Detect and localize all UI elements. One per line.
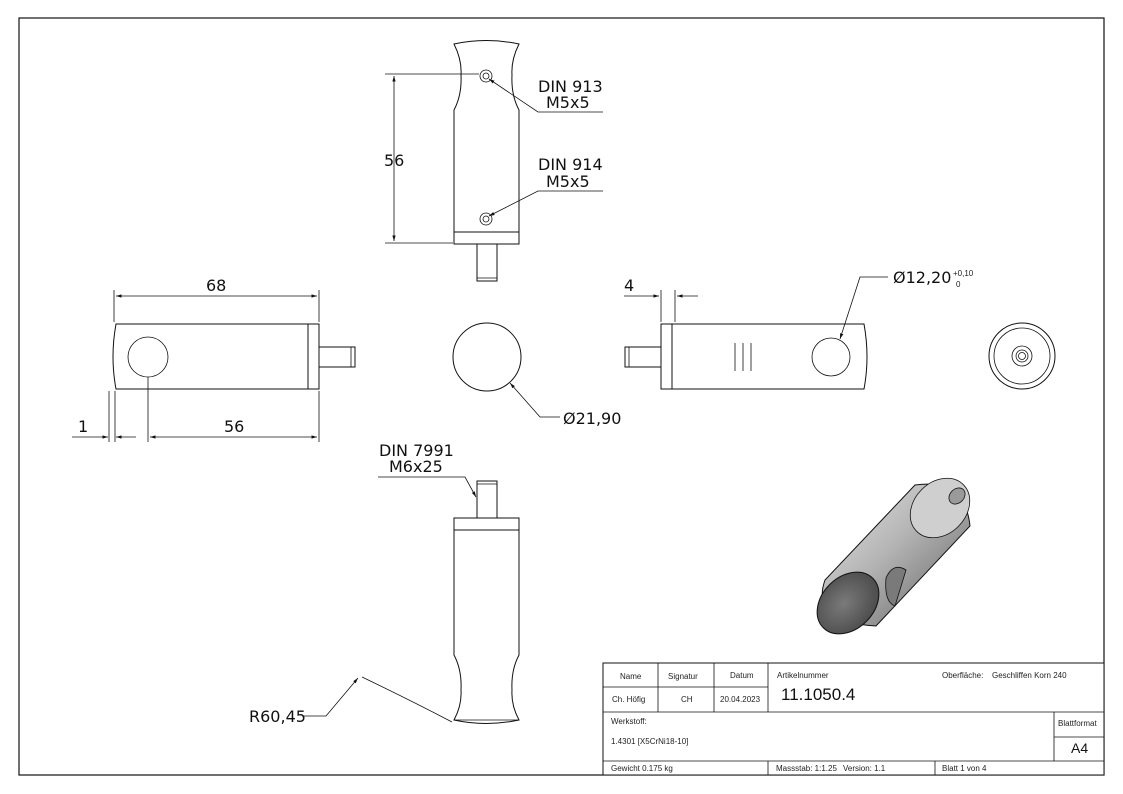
tb-weight: Gewicht 0.175 kg	[611, 764, 673, 773]
tb-version: Version: 1.1	[843, 764, 886, 773]
tb-name-header: Name	[620, 672, 642, 681]
isometric-view	[816, 477, 971, 635]
title-block: Name Signatur Datum Ch. Höfig CH 20.04.2…	[602, 662, 1105, 776]
dim-hole-56: 56	[224, 417, 244, 436]
label-radius: R60,45	[249, 707, 306, 726]
tb-sheet: Blatt 1 von 4	[942, 764, 987, 773]
dim-length-68: 68	[206, 276, 226, 295]
dim-gap-4: 4	[624, 276, 634, 295]
tb-format-label: Blattformat	[1058, 719, 1097, 728]
dim-bore-diameter: Ø12,20	[893, 268, 951, 287]
tb-article-value: 11.1050.4	[781, 685, 855, 704]
dim-outer-diameter: Ø21,90	[563, 409, 621, 428]
tb-material-value: 1.4301 [X5CrNi18-10]	[611, 737, 688, 746]
tb-material-label: Werkstoff:	[611, 717, 647, 726]
tb-sig-header: Signatur	[668, 672, 698, 681]
tb-surface-value: Geschliffen Korn 240	[992, 671, 1067, 680]
label-din7991: DIN 7991	[379, 441, 454, 460]
tb-surface-label: Oberfläche:	[942, 671, 983, 680]
sheet-border	[18, 17, 1105, 776]
bottom-view: DIN 7991 M6x25 R60,45	[249, 441, 520, 726]
label-din914-size: M5x5	[546, 172, 590, 191]
label-din913-size: M5x5	[546, 93, 590, 112]
left-side-view: 68 1 56	[72, 276, 356, 442]
right-side-view: 4 Ø12,20 +0,10 0	[624, 268, 974, 390]
label-din7991-size: M6x25	[389, 457, 443, 476]
tb-date-value: 20.04.2023	[720, 695, 761, 704]
top-view: 56 DIN 913 M5x5 DIN 914 M5x5	[384, 40, 603, 282]
tb-sig-value: CH	[681, 695, 693, 704]
label-din914: DIN 914	[538, 155, 603, 174]
tb-date-header: Datum	[730, 671, 754, 680]
tb-format-value: A4	[1071, 740, 1088, 756]
tb-name-value: Ch. Höfig	[612, 695, 645, 704]
end-view	[988, 322, 1056, 390]
front-view: Ø21,90	[452, 322, 621, 428]
tb-scale: Massstab: 1:1.25	[776, 764, 837, 773]
dim-height-56: 56	[384, 151, 404, 170]
label-din913: DIN 913	[538, 77, 603, 96]
dim-offset-1: 1	[78, 417, 88, 436]
dim-bore-tol-lower: 0	[956, 280, 961, 289]
tb-article-header: Artikelnummer	[777, 671, 829, 680]
dim-bore-tol-upper: +0,10	[953, 269, 974, 278]
